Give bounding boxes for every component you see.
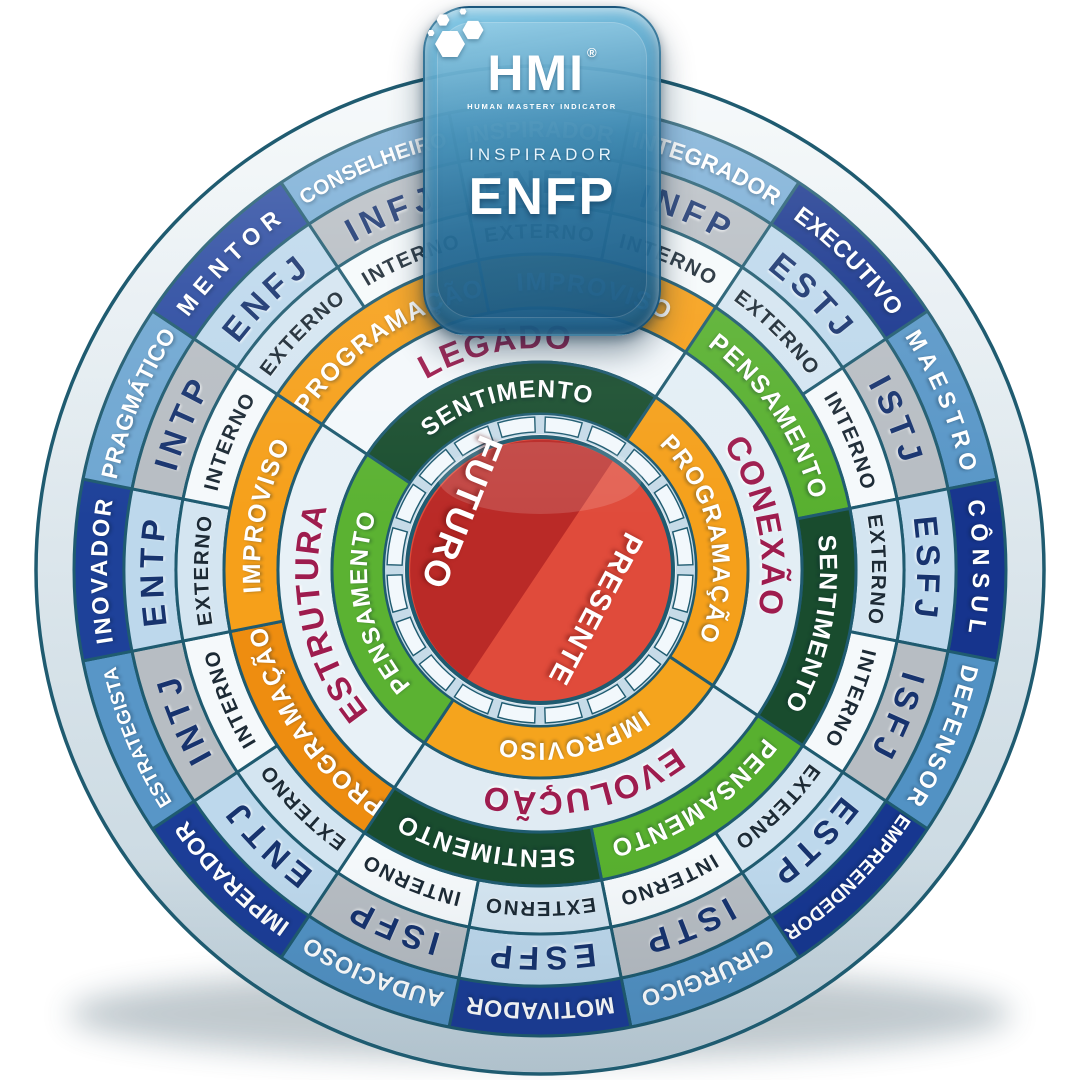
registered-mark: ® [587, 45, 599, 60]
type-code-label-ESFP: ESFP [482, 937, 598, 978]
hmi-tagline: HUMAN MASTERY INDICATOR [467, 102, 617, 111]
badge-content: HMI® HUMAN MASTERY INDICATOR INSPIRADOR … [425, 8, 659, 334]
badge-type-name: INSPIRADOR [469, 145, 615, 164]
type-code-label-ESFJ: ESFJ [907, 514, 948, 626]
badge-type-code: ENFP [468, 168, 616, 226]
type-code-label-ENTP: ENTP [132, 511, 173, 629]
type-badge: HMI® HUMAN MASTERY INDICATOR INSPIRADOR … [423, 6, 661, 336]
hmi-wordmark: HMI® [487, 45, 599, 101]
hmi-logo: HMI® HUMAN MASTERY INDICATOR [427, 8, 617, 111]
hmi-hex-icon [427, 8, 484, 57]
